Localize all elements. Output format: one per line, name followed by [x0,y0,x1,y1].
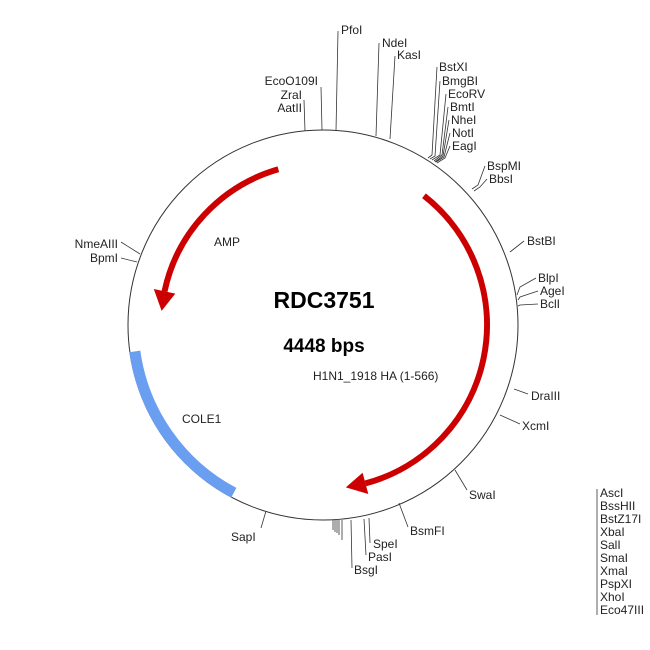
site-label[interactable]: SwaI [469,488,496,502]
site-label[interactable]: BpmI [90,251,118,265]
site-label[interactable]: ZraI [281,88,302,102]
site-label[interactable]: BbsI [489,172,513,186]
plasmid-backbone [127,129,519,521]
site-label[interactable]: NmeAIII [75,237,118,251]
site-label[interactable]: BlpI [538,271,559,285]
feature-label-amp[interactable]: AMP [214,235,240,249]
site-label[interactable]: NdeI [382,36,407,50]
site-list-item[interactable]: BstZ17I [600,512,641,526]
site-list-item[interactable]: AscI [600,486,623,500]
site-label[interactable]: SpeI [373,537,398,551]
site-label[interactable]: DraIII [531,389,560,403]
site-label[interactable]: NotI [452,126,474,140]
site-label[interactable]: BclI [540,297,560,311]
site-label[interactable]: BspMI [487,159,521,173]
h1n1-ha-arrowhead [345,472,369,495]
site-list-item[interactable]: SmaI [600,551,628,565]
site-label[interactable]: EcoO109I [265,74,318,88]
site-label[interactable]: AgeI [540,284,565,298]
site-label[interactable]: BstXI [439,60,468,74]
site-label[interactable]: SapI [231,530,256,544]
site-ticks [120,30,598,615]
site-list-item[interactable]: BssHII [600,499,635,513]
feature-label-cole1[interactable]: COLE1 [182,412,222,426]
site-list-item[interactable]: XbaI [600,525,625,539]
site-label[interactable]: BsmFI [410,524,445,538]
site-label[interactable]: EcoRV [448,87,485,101]
unplaced-site-list: AscI BssHII BstZ17I XbaI SalI SmaI XmaI … [600,486,644,617]
cole1-feature[interactable] [129,350,237,498]
amp-arrow[interactable] [161,166,280,292]
site-label[interactable]: BmtI [450,100,475,114]
feature-label-ha[interactable]: H1N1_1918 HA (1-566) [313,369,438,383]
site-list-item[interactable]: SalI [600,538,621,552]
amp-arrowhead [153,289,176,311]
site-label[interactable]: AatII [277,101,302,115]
site-label[interactable]: BmgBI [442,74,478,88]
site-label[interactable]: BsgI [354,563,378,577]
site-label[interactable]: NheI [451,113,476,127]
h1n1-ha-arrow[interactable] [364,193,490,487]
site-list-item[interactable]: XhoI [600,590,625,604]
site-list-item[interactable]: PspXI [600,577,632,591]
site-label[interactable]: PfoI [341,23,362,37]
site-label[interactable]: KasI [397,48,421,62]
plasmid-name: RDC3751 [274,287,375,313]
site-list-item[interactable]: Eco47III [600,603,644,617]
site-label[interactable]: BstBI [527,234,556,248]
site-label[interactable]: PasI [368,550,392,564]
site-label[interactable]: XcmI [522,419,549,433]
site-label[interactable]: EagI [452,139,477,153]
site-labels: PfoI NdeI KasI EcoO109I ZraI AatII BstXI… [75,23,565,577]
plasmid-size: 4448 bps [283,336,364,357]
site-list-item[interactable]: XmaI [600,564,628,578]
